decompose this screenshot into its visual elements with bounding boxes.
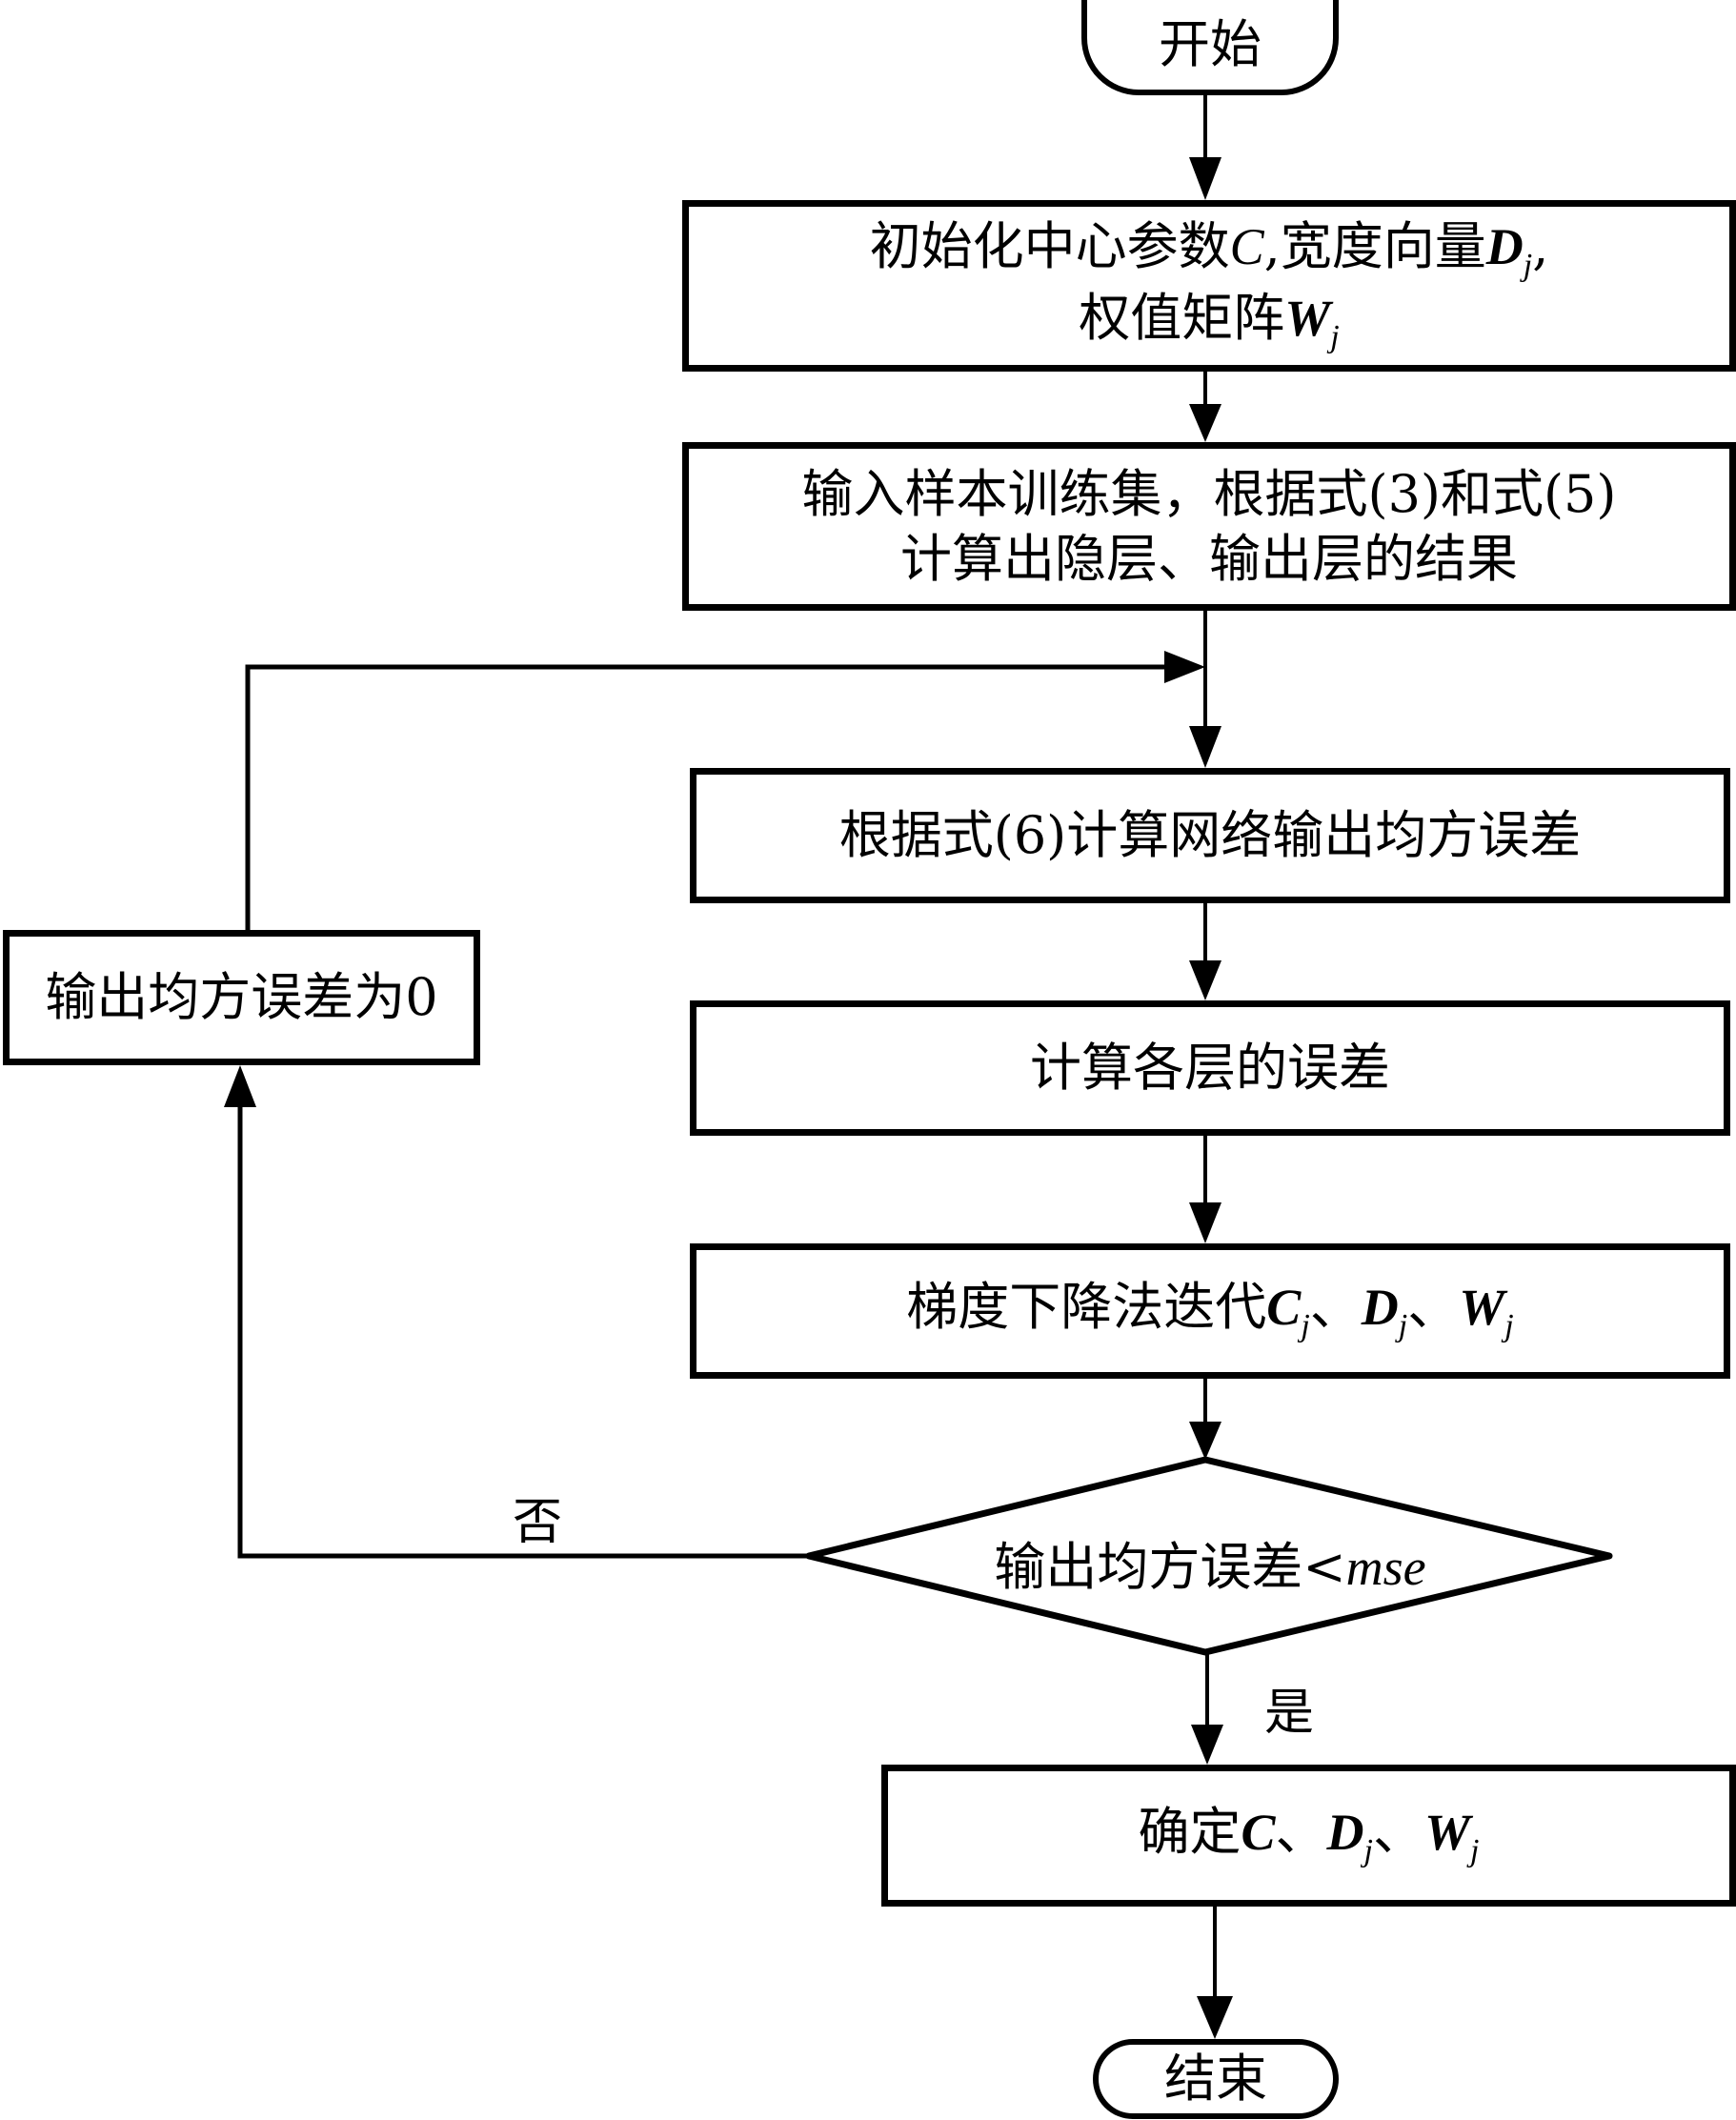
edge-loop-back	[245, 664, 1172, 930]
init-line-1: 初始化中心参数C,宽度向量Dj,	[869, 215, 1549, 283]
arrowhead-reset	[224, 1065, 256, 1107]
determine-label: 确定C、Dj、Wj	[1138, 1801, 1480, 1868]
symbol-w: W	[1284, 290, 1331, 347]
input-line-1: 输入样本训练集，根据式(3)和式(5)	[801, 464, 1617, 524]
determine-params-box: 确定C、Dj、Wj	[881, 1765, 1736, 1907]
init-line-2: 权值矩阵Wj	[1079, 288, 1340, 354]
symbol-c: C	[1229, 217, 1264, 275]
arrowhead-gradient	[1189, 1202, 1221, 1243]
input-line-2: 计算出隐层、输出层的结果	[900, 528, 1518, 589]
reset-mse-label: 输出均方误差为0	[45, 967, 438, 1028]
reset-mse-box: 输出均方误差为0	[3, 930, 480, 1065]
end-label: 结束	[1164, 2049, 1267, 2110]
symbol-d: D	[1485, 217, 1524, 275]
yes-branch-label: 是	[1264, 1685, 1315, 1742]
gradient-label: 梯度下降法迭代Cj、Dj、Wj	[906, 1277, 1514, 1344]
arrowhead-input	[1189, 404, 1221, 442]
arrowhead-layer	[1189, 960, 1221, 1000]
arrowhead-loop	[1164, 651, 1205, 683]
arrowhead-determine	[1191, 1725, 1223, 1765]
layer-error-box: 计算各层的误差	[690, 1000, 1730, 1136]
compute-mse-label: 根据式(6)计算网络输出均方误差	[838, 805, 1582, 866]
gradient-descent-box: 梯度下降法迭代Cj、Dj、Wj	[690, 1243, 1730, 1379]
init-params-box: 初始化中心参数C,宽度向量Dj, 权值矩阵Wj	[682, 200, 1736, 372]
arrowhead-decision	[1189, 1422, 1221, 1460]
start-label: 开始	[1159, 14, 1262, 75]
arrowhead-init	[1189, 157, 1221, 200]
decision-label: 输出均方误差<mse	[994, 1537, 1426, 1597]
start-node: 开始	[1081, 0, 1339, 95]
input-samples-box: 输入样本训练集，根据式(3)和式(5) 计算出隐层、输出层的结果	[682, 442, 1736, 611]
layer-error-label: 计算各层的误差	[1030, 1038, 1390, 1099]
no-branch-label: 否	[513, 1494, 563, 1551]
arrowhead-mse	[1189, 726, 1221, 768]
edge-no	[237, 1105, 809, 1559]
arrowhead-end	[1197, 1996, 1233, 2039]
end-node: 结束	[1093, 2039, 1339, 2119]
compute-mse-box: 根据式(6)计算网络输出均方误差	[690, 768, 1730, 903]
